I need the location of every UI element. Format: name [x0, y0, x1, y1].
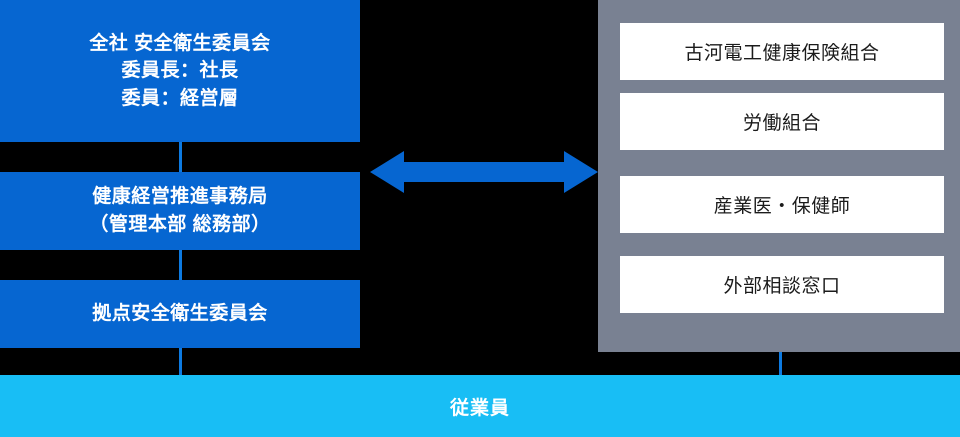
- connector-office-to-site: [179, 248, 182, 282]
- stakeholder-item-health-insurance-association: 古河電工健康保険組合: [620, 23, 944, 80]
- bidirectional-arrow-icon: [370, 149, 598, 195]
- connector-committee-to-office: [179, 140, 182, 174]
- stakeholder-panel: 古河電工健康保険組合 労働組合 産業医・保健師 外部相談窓口: [598, 0, 960, 352]
- box-secretariat-line-1: 健康経営推進事務局: [92, 186, 268, 208]
- box-site-line-1: 拠点安全衛生委員会: [92, 303, 268, 325]
- employees-bar: 従業員: [0, 375, 960, 437]
- stakeholder-item-occupational-physician-nurse: 産業医・保健師: [620, 176, 944, 233]
- box-committee-line-2: 委員長：社長: [121, 60, 239, 82]
- employees-bar-label: 従業員: [449, 397, 510, 419]
- box-secretariat-line-2: （管理本部 総務部）: [89, 214, 271, 235]
- stakeholder-item-external-consultation-desk: 外部相談窓口: [620, 256, 944, 313]
- box-company-wide-safety-health-committee: 全社 安全衛生委員会 委員長：社長 委員：経営層: [0, 0, 360, 142]
- box-health-management-promotion-office: 健康経営推進事務局 （管理本部 総務部）: [0, 172, 360, 250]
- box-committee-line-3: 委員：経営層: [121, 87, 239, 109]
- connector-panel-to-employees: [779, 350, 782, 378]
- box-site-safety-health-committee: 拠点安全衛生委員会: [0, 280, 360, 348]
- box-committee-line-1: 全社 安全衛生委員会: [89, 32, 271, 54]
- connector-site-to-employees: [179, 346, 182, 378]
- stakeholder-item-labor-union: 労働組合: [620, 93, 944, 150]
